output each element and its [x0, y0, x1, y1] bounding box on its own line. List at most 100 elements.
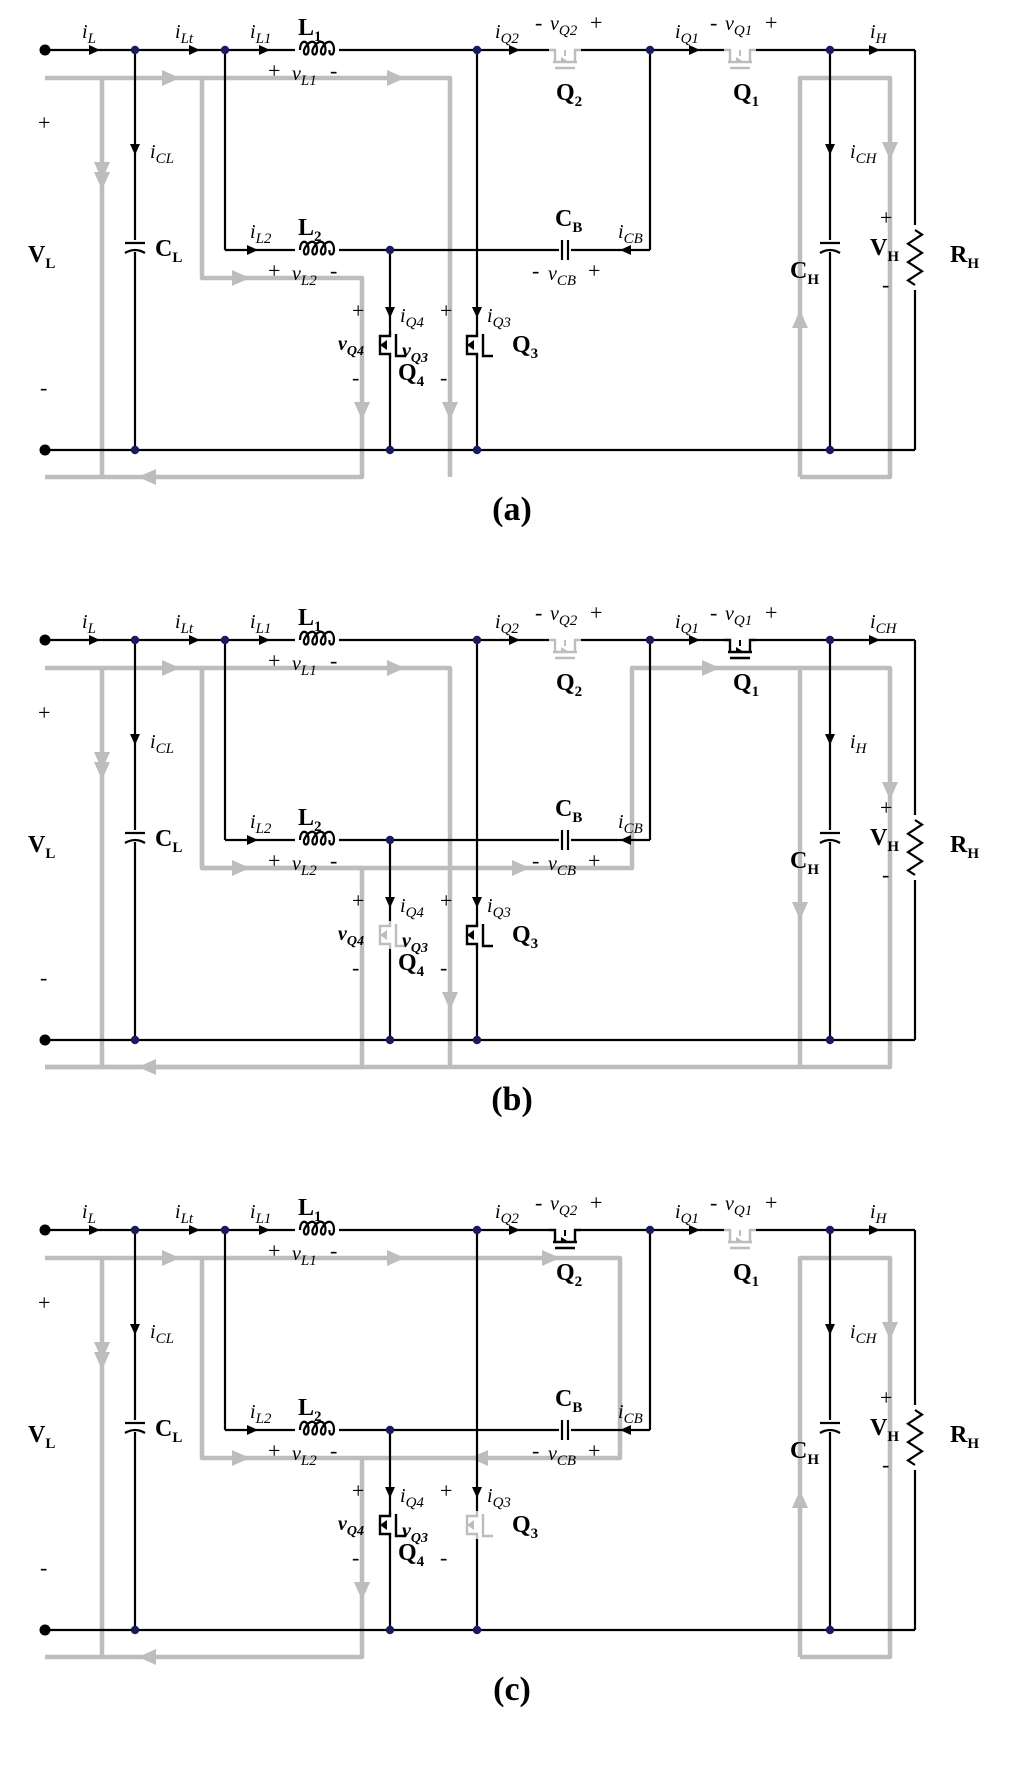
resistor-zigzag-icon [905, 819, 925, 876]
arrow-right-icon [247, 1425, 258, 1435]
voltage-vl2: vL2 [292, 1443, 317, 1469]
label-vh: VH [870, 235, 899, 265]
current-il: iL [82, 1201, 96, 1227]
arrow-right-icon [189, 45, 200, 55]
label-q2: Q2 [556, 670, 582, 700]
mosfet-gate [481, 1514, 493, 1538]
sign-minus: - [532, 258, 539, 283]
switch-q1 [724, 44, 756, 70]
mosfet-body-arrow-icon [736, 647, 744, 652]
flow-arrow-down-icon [94, 1352, 110, 1370]
flow-arrow-down-icon [792, 902, 808, 920]
capacitor-cl [124, 831, 146, 844]
switch-q2 [549, 634, 581, 660]
label-l2: L2 [298, 805, 322, 835]
flow-arrow-left-icon [138, 469, 156, 485]
junction-node [130, 1625, 140, 1635]
junction-node [385, 835, 395, 845]
label-q1: Q1 [733, 80, 759, 110]
sign-minus: - [352, 955, 359, 980]
sign-plus: + [880, 205, 892, 230]
voltage-vq1: vQ1 [725, 13, 752, 39]
current-iq2: iQ2 [495, 1201, 519, 1227]
sign-plus: + [268, 848, 280, 873]
flow-arrow-right-icon [232, 270, 250, 286]
inductor-l1 [298, 630, 336, 646]
junction-node [825, 445, 835, 455]
mosfet-drain-source [724, 1228, 756, 1242]
label-l1: L1 [298, 1195, 322, 1225]
label-q1: Q1 [733, 670, 759, 700]
resistor-rh [905, 229, 925, 286]
capacitor-cl [124, 241, 146, 254]
current-iq1: iQ1 [675, 21, 699, 47]
sign-minus: - [330, 848, 337, 873]
arrow-right-icon [509, 635, 520, 645]
sign-minus: - [330, 58, 337, 83]
current-icb: iCB [618, 811, 643, 837]
resistor-rh [905, 1409, 925, 1466]
junction-node [385, 1035, 395, 1045]
panel-caption: (b) [491, 1081, 533, 1118]
inductor-coil-icon [298, 630, 336, 646]
inductor-l2 [298, 240, 336, 256]
voltage-vq3: vQ3 [402, 930, 428, 956]
flow-path-q2 [202, 1255, 623, 1461]
current-top-right: iCH [870, 611, 898, 637]
sign-minus: - [40, 965, 47, 990]
arrow-down-icon [130, 1324, 140, 1335]
sign-plus: + [268, 1238, 280, 1263]
sign-minus: - [40, 375, 47, 400]
junction-node [825, 1225, 835, 1235]
flow-arrow-right-icon [162, 660, 180, 676]
voltage-vq1: vQ1 [725, 1193, 752, 1219]
current-ich-side: iH [850, 731, 868, 757]
junction-node [130, 1225, 140, 1235]
junction-node [472, 445, 482, 455]
label-q3: Q3 [512, 922, 538, 952]
arrow-right-icon [247, 835, 258, 845]
flow-arrow-up-icon [792, 310, 808, 328]
voltage-vl1: vL1 [292, 653, 317, 679]
current-il2: iL2 [250, 811, 272, 837]
flow-arrow-down-icon [94, 1342, 110, 1360]
flow-arrow-right-icon [542, 1250, 560, 1266]
sign-plus: + [38, 1290, 50, 1315]
current-flow-paths [45, 70, 898, 485]
mosfet-drain-source [724, 48, 756, 62]
flow-arrow-down-icon [354, 402, 370, 420]
flow-arrow-down-icon [442, 992, 458, 1010]
capacitor-plate-curved [124, 248, 146, 254]
junction-node [825, 45, 835, 55]
arrow-down-icon [385, 1487, 395, 1498]
current-icb: iCB [618, 1401, 643, 1427]
junction-node [130, 635, 140, 645]
capacitor-ch [819, 831, 841, 844]
capacitor-cb [559, 1420, 571, 1440]
switch-q1 [724, 1224, 756, 1250]
sign-minus: - [710, 1190, 717, 1215]
junction-node [385, 245, 395, 255]
arrow-right-icon [509, 1225, 520, 1235]
flow-arrow-down-icon [94, 162, 110, 180]
capacitor-gap [559, 1420, 571, 1440]
terminal-node [39, 444, 51, 456]
flow-arrow-down-icon [354, 1582, 370, 1600]
mosfet-body-arrow-icon [561, 1237, 569, 1242]
sign-plus: + [352, 298, 364, 323]
resistor-zigzag-icon [905, 1409, 925, 1466]
mosfet-body-arrow-icon [467, 930, 474, 940]
terminal-node [39, 44, 51, 56]
inductor-l2 [298, 830, 336, 846]
inductor-coil-icon [298, 1420, 336, 1436]
inductor-coil-icon [298, 240, 336, 256]
current-il2: iL2 [250, 1401, 272, 1427]
inductor-coil-icon [298, 1220, 336, 1236]
sign-plus: + [880, 1385, 892, 1410]
sign-minus: - [440, 1545, 447, 1570]
current-icb: iCB [618, 221, 643, 247]
sign-plus: + [38, 700, 50, 725]
